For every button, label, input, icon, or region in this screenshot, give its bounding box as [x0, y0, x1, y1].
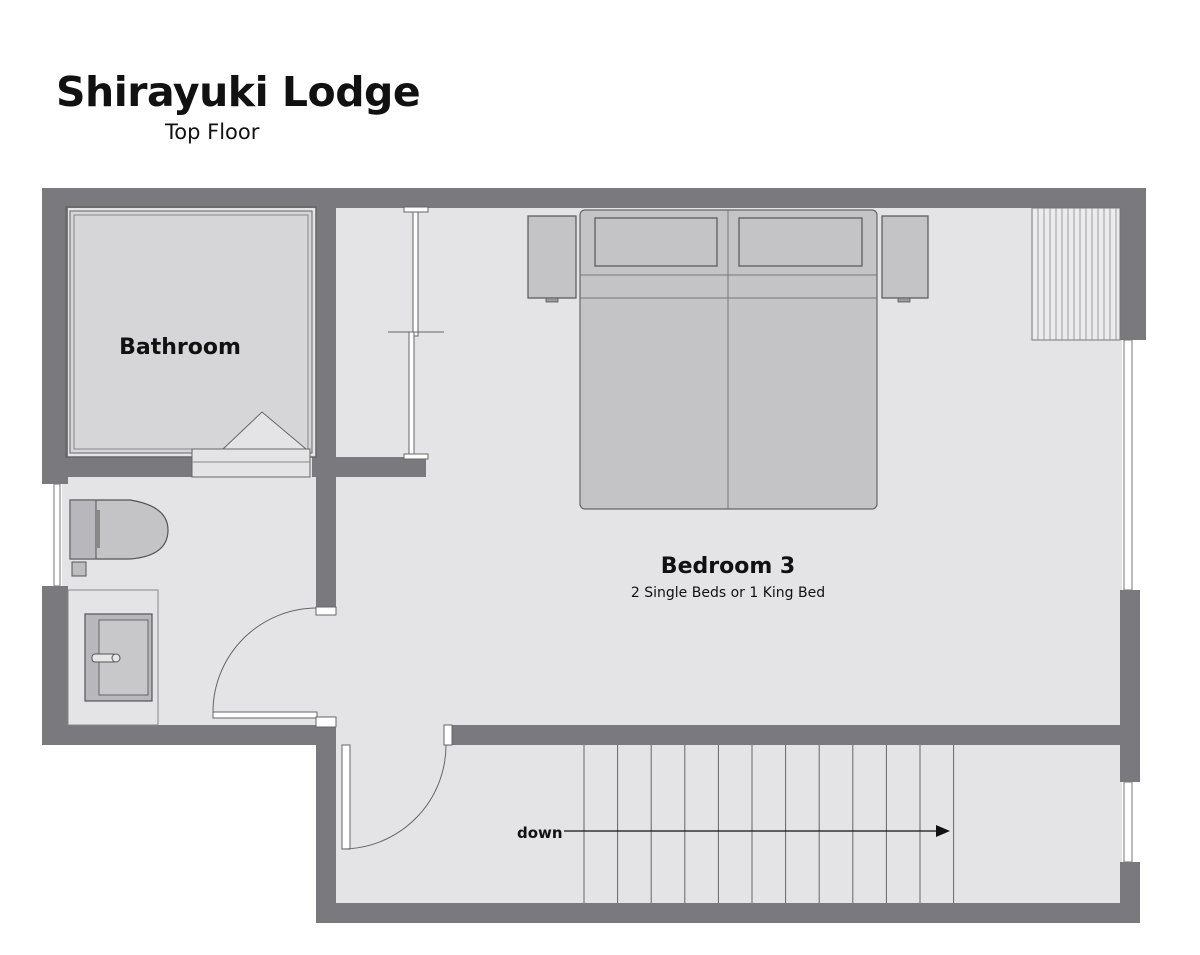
bedroom-beds-note: 2 Single Beds or 1 King Bed — [631, 585, 825, 601]
vanity-sink — [67, 589, 159, 726]
bathroom-door — [212, 606, 337, 719]
windows — [53, 339, 1133, 863]
nightstand-left — [527, 215, 577, 303]
stair-door — [315, 716, 453, 850]
bed — [579, 209, 878, 510]
bathtub — [65, 206, 317, 478]
bathroom-label: Bathroom — [119, 335, 241, 360]
plan-subtitle: Top Floor — [165, 120, 260, 144]
stairs-direction-arrow — [564, 825, 950, 837]
closet-door — [388, 206, 444, 460]
staircase — [583, 745, 955, 903]
bedroom-label: Bedroom 3 — [661, 554, 795, 579]
plan-title: Shirayuki Lodge — [56, 68, 421, 116]
nightstand-right — [881, 215, 929, 303]
toilet — [69, 499, 169, 577]
walls — [42, 188, 1146, 923]
heater — [1031, 207, 1121, 341]
stairs-direction-label: down — [517, 824, 563, 842]
